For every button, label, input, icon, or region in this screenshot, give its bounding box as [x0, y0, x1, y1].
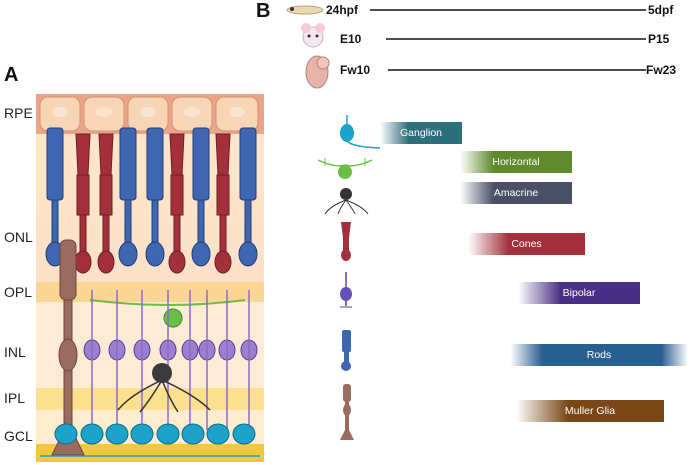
horizontal-cell-icon — [317, 158, 373, 179]
amacrine-cell-icon — [324, 188, 369, 215]
timeline-end-mouse: P15 — [648, 32, 670, 46]
bipolar-processes — [91, 290, 250, 430]
layer-label-inl: INL — [4, 344, 26, 360]
bar-cones: Cones — [468, 233, 585, 255]
rod-cells — [45, 127, 258, 267]
layer-label-ipl: IPL — [4, 390, 26, 406]
cone-cell-icon — [341, 222, 351, 261]
timeline-end-human: Fw23 — [646, 63, 677, 77]
ganglion-cell-icon — [340, 115, 381, 149]
rod-cell-icon — [341, 330, 351, 371]
bar-muller-glia: Muller Glia — [516, 400, 664, 422]
bar-rods: Rods — [510, 344, 688, 366]
mouse-icon — [301, 23, 325, 48]
timeline-start-zebrafish: 24hpf — [326, 3, 359, 17]
panel-label-b: B — [256, 0, 271, 22]
cone-cells — [74, 133, 232, 274]
muller-glia-icon — [340, 384, 354, 440]
bar-bipolar: Bipolar — [518, 282, 640, 304]
timeline-start-mouse: E10 — [340, 32, 362, 46]
rpe-cells — [39, 96, 259, 132]
layer-label-gcl: GCL — [4, 428, 33, 444]
ganglion-cells — [54, 423, 256, 445]
panel-label-a: A — [4, 64, 19, 86]
zebrafish-icon — [286, 5, 324, 15]
layer-label-rpe: RPE — [4, 105, 33, 121]
layer-label-opl: OPL — [4, 284, 33, 300]
bipolar-cell-icon — [340, 272, 352, 308]
timeline-end-zebrafish: 5dpf — [648, 3, 674, 17]
bar-ganglion: Ganglion — [380, 122, 462, 144]
layer-label-onl: ONL — [4, 229, 33, 245]
timeline-start-human: Fw10 — [340, 63, 371, 77]
bar-horizontal: Horizontal — [460, 151, 572, 173]
amacrine-cell — [117, 363, 211, 413]
human-fetus-icon — [305, 55, 330, 89]
nerve-fiber-band — [36, 444, 264, 462]
bar-amacrine: Amacrine — [460, 182, 572, 204]
